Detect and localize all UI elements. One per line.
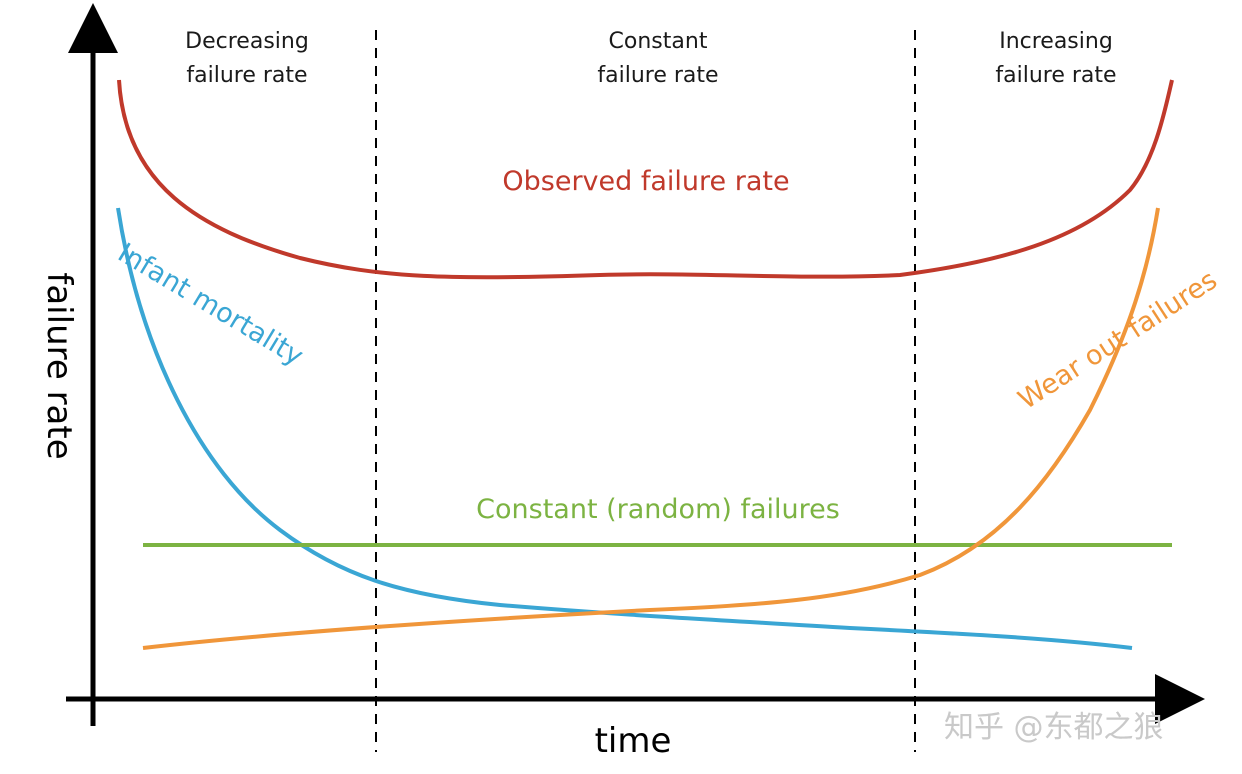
region-title-increasing-line2: failure rate (995, 63, 1116, 88)
y-axis-title: failure rate (39, 272, 79, 459)
region-title-constant-line2: failure rate (597, 63, 718, 88)
wear-out-failures-curve (142, 207, 1160, 650)
region-title-decreasing-line1: Decreasing (185, 29, 309, 54)
observed-failure-rate-label: Observed failure rate (502, 166, 789, 197)
x-axis-title: time (595, 721, 672, 761)
region-title-decreasing-line2: failure rate (186, 63, 307, 88)
constant-random-failures-label: Constant (random) failures (476, 494, 840, 525)
region-title-constant-line1: Constant (609, 29, 708, 54)
observed-failure-rate-curve (117, 79, 1174, 280)
infant-mortality-curve (116, 207, 1133, 650)
wear-out-failures-label: Wear out failures (1013, 265, 1223, 416)
watermark: 知乎 @东都之狼 (944, 710, 1164, 745)
region-title-increasing-line1: Increasing (999, 29, 1113, 54)
